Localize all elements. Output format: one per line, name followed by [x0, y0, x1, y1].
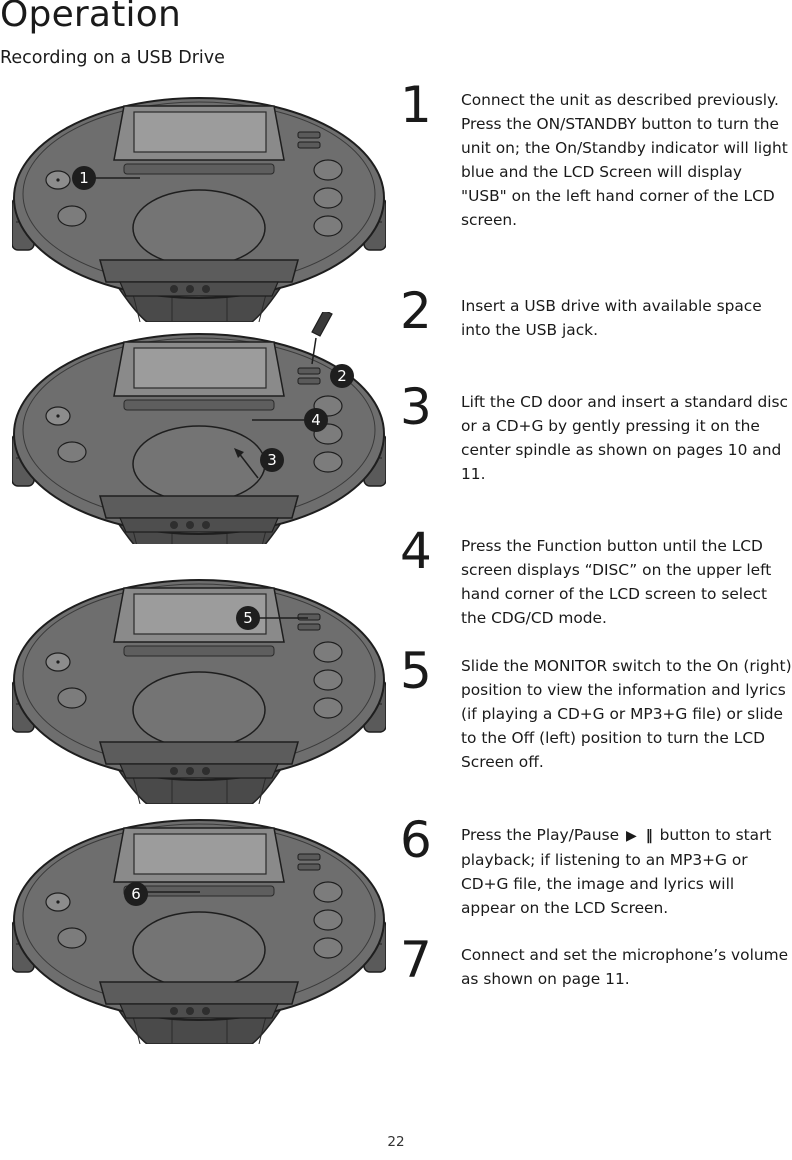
pause-icon: ‖ [645, 828, 653, 844]
device-illustration-3: 5 [12, 572, 386, 804]
callout-5-label: 5 [243, 609, 253, 627]
device-illustration-1: 1 [12, 90, 386, 322]
page-number: 22 [387, 1134, 405, 1150]
step-text-before: Press the Play/Pause [461, 826, 620, 844]
device-illustration-4: 6 [12, 812, 386, 1044]
step-number: 2 [400, 282, 432, 340]
step-text: Slide the MONITOR switch to the On (righ… [461, 657, 792, 771]
step-number: 6 [400, 811, 432, 869]
step-text: Connect and set the microphone’s volume … [461, 946, 789, 988]
callout-2-label: 2 [337, 367, 347, 385]
step-text: Insert a USB drive with available space … [461, 297, 762, 339]
callout-4-label: 4 [311, 411, 321, 429]
play-icon: ▶ [626, 828, 637, 844]
step-number: 4 [400, 522, 432, 580]
step-number: 1 [400, 76, 432, 134]
callout-1-label: 1 [79, 169, 89, 187]
step-text: Lift the CD door and insert a standard d… [461, 393, 789, 483]
callout-6-label: 6 [131, 885, 141, 903]
page-title: Operation [0, 0, 181, 35]
step-text-after: button to start playback; if listening t… [461, 826, 772, 917]
step-number: 5 [400, 642, 432, 700]
callout-3-label: 3 [267, 451, 277, 469]
step-number: 3 [400, 378, 432, 436]
step-text: Press the Play/Pause ▶ ‖ button to start… [461, 823, 792, 920]
step-text: Connect the unit as described previously… [461, 91, 788, 229]
section-subtitle: Recording on a USB Drive [0, 48, 225, 68]
step-number: 7 [400, 931, 432, 989]
step-text: Press the Function button until the LCD … [461, 537, 772, 627]
callout-1-badge [72, 166, 96, 190]
device-illustration-2: 2 4 3 [12, 312, 386, 544]
